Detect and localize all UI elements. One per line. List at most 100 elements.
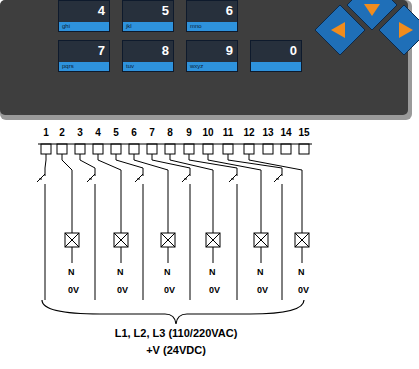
terminal-number: 3 [77,128,83,138]
terminal-number: 12 [243,128,254,138]
key-number: 4 [98,4,105,17]
terminal [147,144,157,154]
load-symbol [295,233,309,247]
key-number: 5 [162,4,169,17]
supply-label: 0V [209,286,220,295]
switch-symbol [87,174,95,182]
switch-symbol [135,174,143,182]
load-symbol [206,233,220,247]
terminal-strip-edge [38,144,312,145]
wire [249,154,302,233]
keypad-key: 7pqrs [58,40,110,72]
switch-symbol [274,174,282,182]
wire [116,154,143,176]
supply-label: 0V [257,286,268,295]
terminal [57,144,67,154]
key-letters: jkl [126,23,132,30]
terminal [75,144,85,154]
switch-symbol [39,179,42,180]
terminal [41,144,51,154]
wire [45,154,46,176]
wire [98,154,121,233]
load-symbol [254,233,268,247]
terminal-number: 7 [149,128,155,138]
terminal-number: 9 [186,128,192,138]
key-number: 9 [226,44,233,57]
keypad-key: 4 ghi [58,0,110,32]
terminal-number: 13 [262,128,273,138]
key-number: 7 [98,44,105,57]
terminal [244,144,254,154]
wire [121,247,122,263]
switch-symbol [229,174,237,182]
supply-label: 0V [298,286,309,295]
switch-symbol [137,179,140,180]
terminal-number: 8 [167,128,173,138]
keypad-key: 8tuv [122,40,174,72]
key-strip [251,62,301,71]
load-symbol [114,233,128,247]
terminal [281,144,291,154]
wire [208,154,261,233]
key-letters: wxyz [190,63,203,70]
supply-label: N [164,268,171,277]
terminal-number: 2 [59,128,65,138]
switch-symbol [37,174,45,182]
key-number: 8 [162,44,169,57]
terminal-number: 14 [280,128,291,138]
wire [213,247,214,263]
wire [45,184,46,300]
bus-label: +V (24VDC) [146,345,206,356]
key-number: 0 [290,44,297,57]
supply-label: N [209,268,216,277]
wires [37,144,312,300]
terminal [203,144,213,154]
terminal-number: 4 [95,128,101,138]
wire [282,184,283,300]
terminal [165,144,175,154]
supply-label: N [117,268,124,277]
wire [95,184,96,300]
terminal [129,144,139,154]
wire [302,247,303,263]
wire [72,247,73,263]
supply-label: 0V [68,286,79,295]
keypad-key: 9 wxyz [186,40,238,72]
terminal-number: 10 [202,128,213,138]
load-symbol [65,233,79,247]
terminal-number: 5 [113,128,119,138]
bus-bracket [42,300,304,324]
keypad-key: 0 [250,40,302,72]
load-symbol [254,233,268,247]
load-symbol [114,233,128,247]
supply-label: 0V [164,286,175,295]
terminal-number: 1 [43,128,49,138]
terminal [184,144,194,154]
switch-symbol [182,174,190,182]
wire [168,247,169,263]
keypad-panel [0,0,408,115]
switch-symbol [184,179,187,180]
terminal [93,144,103,154]
supply-label: N [298,268,305,277]
terminal [111,144,121,154]
wire [62,154,72,233]
switch-symbol [89,179,92,180]
wire [152,154,190,176]
load-symbol [161,233,175,247]
terminal-number: 11 [223,128,234,138]
keypad-key: 5 jkl [122,0,174,32]
supply-label: 0V [117,286,128,295]
terminal-number: 15 [298,128,309,138]
key-letters: ghi [62,23,70,30]
switch-symbol [231,179,234,180]
load-symbol [206,233,220,247]
wire [190,184,191,300]
bus-label: L1, L2, L3 (110/220VAC) [115,328,238,339]
switch-symbol [276,179,279,180]
navigation-keys [315,0,419,55]
panel-edge [0,0,412,120]
supply-label: N [257,268,264,277]
key-number: 6 [226,4,233,17]
